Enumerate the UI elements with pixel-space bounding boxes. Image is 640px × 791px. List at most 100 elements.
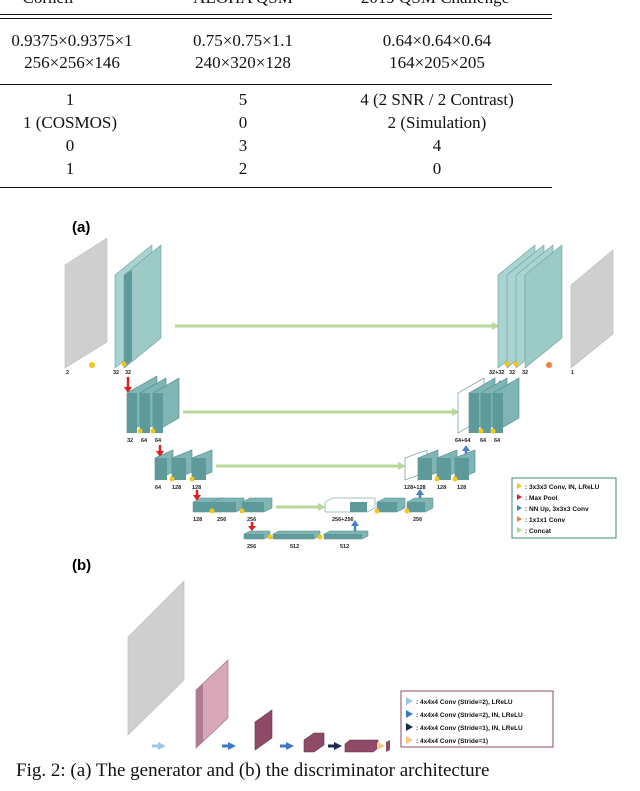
channel-label: 64	[155, 438, 162, 444]
disc-layer-256	[344, 739, 379, 753]
legend-item: : 3x3x3 Conv, IN, LReLU	[525, 484, 600, 491]
rule-top	[0, 14, 552, 15]
conv1x1-marker-icon	[546, 362, 552, 368]
disc-layer-64	[254, 709, 273, 751]
table-cell: 0.75×0.75×1.1	[193, 31, 293, 50]
table-cell: 0	[432, 159, 442, 178]
output-volume	[570, 249, 614, 369]
encoder-level1	[114, 244, 162, 369]
disc-layer-128	[303, 732, 325, 753]
decoder-level1	[497, 244, 563, 369]
max-pool-arrow-icon	[156, 451, 164, 457]
concat-arrow-icon	[492, 322, 500, 330]
table-cell: 0.9375×0.9375×1	[11, 31, 133, 50]
channel-label: 64	[141, 438, 148, 444]
conv-marker-icon	[434, 476, 440, 482]
disc-output	[386, 740, 390, 752]
conv-marker-icon	[89, 362, 95, 368]
table-cell: 1	[65, 90, 75, 109]
legend-arrow-icon	[517, 527, 522, 533]
legend-arrow-icon	[406, 723, 413, 731]
conv-marker-icon	[239, 508, 245, 514]
discriminator-legend: : 4x4x4 Conv (Stride=2), LReLU : 4x4x4 C…	[400, 690, 554, 748]
channel-label: 64	[155, 485, 162, 491]
channel-label: 32	[522, 370, 528, 376]
table-cell: 0	[65, 136, 75, 155]
concat-arrow-icon	[452, 408, 460, 416]
table-cell: 1	[65, 159, 75, 178]
conv-marker-icon	[209, 508, 215, 514]
channel-label: 128	[457, 485, 466, 491]
max-pool-arrow-icon	[124, 387, 132, 393]
channel-label: 256	[217, 517, 226, 523]
conv-marker-icon	[121, 361, 127, 367]
encoder-level4	[192, 497, 273, 513]
rule-mid	[0, 84, 552, 85]
channel-label: 32	[127, 438, 133, 444]
legend-arrow-icon	[517, 494, 522, 500]
channel-label: 2	[66, 370, 69, 376]
channel-label: 128+128	[404, 485, 426, 491]
disc-input-volume	[127, 580, 185, 736]
channel-label: 128	[192, 485, 201, 491]
upsample-arrow-icon	[351, 520, 359, 526]
header-challenge: 2019 QSM Challenge	[361, 0, 509, 8]
legend-arrow-icon	[517, 483, 522, 489]
table-cell: 0	[238, 113, 248, 132]
channel-label: 32	[125, 370, 131, 376]
table-cell: 2 (Simulation)	[387, 113, 487, 132]
legend-item: : 4x4x4 Conv (Stride=1)	[416, 738, 488, 745]
legend-item: : Concat	[525, 528, 552, 535]
channel-label: 64+64	[455, 438, 471, 444]
table-cell: 1 (COSMOS)	[23, 113, 117, 132]
concat-arrow-icon	[398, 462, 406, 470]
channel-label: 32	[113, 370, 119, 376]
table-cell: 4	[432, 136, 442, 155]
table-cell: 164×205×205	[389, 53, 485, 72]
channel-label: 256	[247, 517, 256, 523]
channel-label: 512	[290, 544, 299, 550]
stride2-in-arrow-icon	[228, 742, 236, 750]
legend-item: : NN Up, 3x3x3 Conv	[525, 506, 589, 513]
conv-marker-icon	[267, 534, 273, 540]
comparison-table: Cornell AEOHA QSM 2019 QSM Challenge 0.9…	[0, 0, 640, 190]
channel-label: 128	[437, 485, 446, 491]
decoder-level3	[404, 449, 476, 481]
panel-b-label: (b)	[72, 557, 91, 574]
header-aeoha: AEOHA QSM	[193, 0, 293, 8]
bottleneck	[243, 530, 369, 540]
conv-marker-icon	[452, 476, 458, 482]
header-cornell: Cornell	[23, 0, 74, 8]
figure-caption: Fig. 2: (a) The generator and (b) the di…	[16, 760, 490, 781]
conv-marker-icon	[137, 428, 143, 434]
conv-marker-icon	[169, 476, 175, 482]
legend-item: : 4x4x4 Conv (Stride=2), LReLU	[416, 699, 513, 706]
legend-arrow-icon	[406, 710, 413, 718]
rule-bottom	[0, 187, 552, 188]
conv-marker-icon	[317, 534, 323, 540]
channel-label: 256	[247, 544, 256, 550]
conv-marker-icon	[189, 476, 195, 482]
table-cell: 256×256×146	[24, 53, 120, 72]
table-cell: 3	[238, 136, 248, 155]
legend-item: : 4x4x4 Conv (Stride=1), IN, LReLU	[416, 725, 523, 732]
channel-label: 64	[494, 438, 501, 444]
stride1-arrow-icon	[377, 742, 385, 750]
channel-label: 512	[340, 544, 349, 550]
conv-marker-icon	[504, 361, 510, 367]
stride2-arrow-icon	[158, 742, 166, 750]
channel-label: 1	[571, 370, 574, 376]
rule-top2	[0, 18, 552, 19]
channel-label: 256	[413, 517, 422, 523]
upsample-arrow-icon	[462, 445, 470, 451]
conv-marker-icon	[490, 428, 496, 434]
channel-label: 32	[509, 370, 515, 376]
stride2-in-arrow-icon	[286, 742, 294, 750]
table-cell: 4 (2 SNR / 2 Contrast)	[360, 90, 514, 109]
upsample-arrow-icon	[416, 489, 424, 495]
architecture-figure: (a) (b) 2 32 32 32+32 32 32 1	[64, 219, 617, 753]
table-cell: 0.64×0.64×0.64	[382, 31, 492, 50]
channel-label: 128	[193, 517, 202, 523]
legend-arrow-icon	[517, 505, 522, 511]
conv-marker-icon	[150, 428, 156, 434]
